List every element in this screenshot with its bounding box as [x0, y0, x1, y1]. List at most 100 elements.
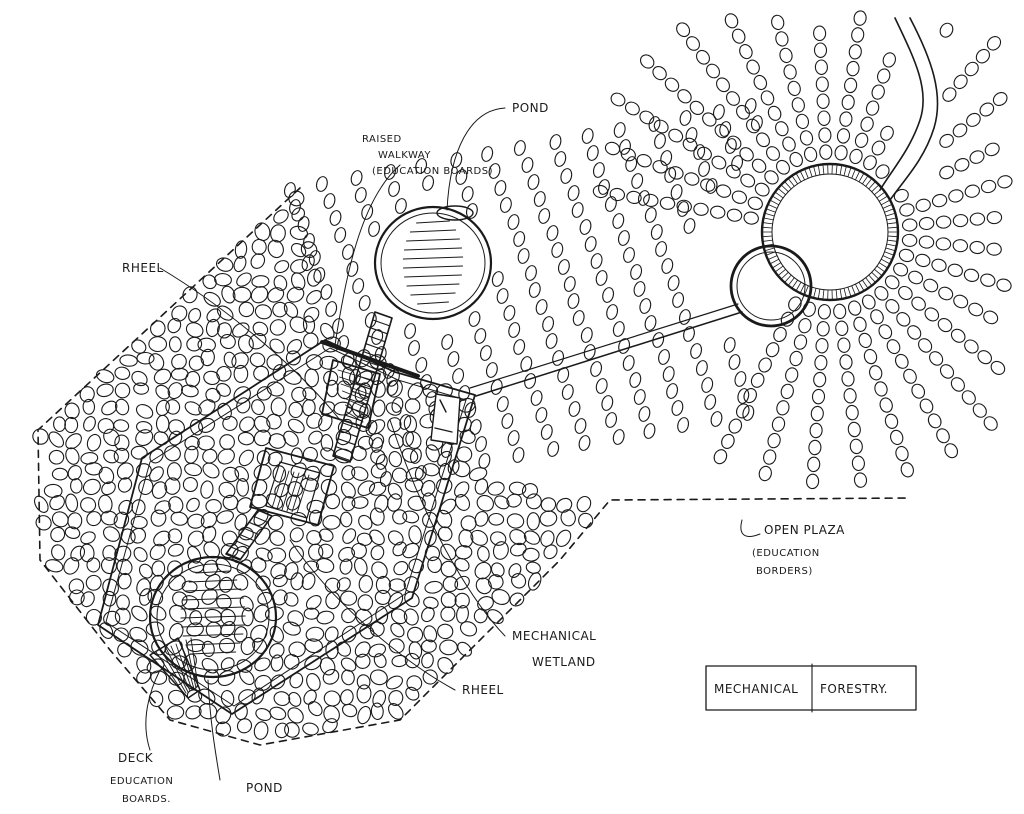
module-hatch-stroke [296, 474, 310, 514]
tree-circle [776, 159, 790, 175]
tree-circle [219, 576, 233, 593]
tree-circle [422, 463, 440, 477]
tree-circle [150, 320, 166, 337]
tree-circle [806, 473, 820, 490]
tree-circle [650, 224, 663, 240]
tree-circle [556, 497, 573, 513]
tree-circle [494, 180, 507, 196]
tree-circle [340, 689, 354, 706]
tree-circle [339, 558, 353, 575]
tree-circle [102, 545, 117, 561]
tree-circle [456, 605, 469, 624]
tree-circle [325, 640, 339, 660]
tree-circle [668, 128, 684, 143]
wetland-hexagon-inner [105, 347, 467, 707]
tree-circle [340, 657, 357, 672]
plaza-ring-tick [876, 192, 885, 199]
tree-circle [847, 421, 861, 438]
tree-circle [100, 510, 118, 526]
tree-circle [890, 429, 904, 446]
tree-circle [992, 91, 1008, 107]
tree-circle [775, 31, 789, 47]
tree-circle [527, 174, 540, 190]
walkway-plank [369, 327, 388, 335]
tree-circle [706, 63, 720, 79]
tree-circle [216, 594, 232, 610]
tree-circle [683, 218, 696, 234]
module-hatch-stroke [286, 472, 300, 512]
tree-circle [737, 388, 750, 404]
tree-circle [648, 116, 661, 132]
tree-circle [499, 197, 512, 213]
tree-circle [80, 497, 97, 513]
tree-circle [290, 572, 304, 591]
tree-circle [853, 316, 867, 332]
tree-circle [705, 178, 718, 194]
tree-circle [206, 308, 222, 323]
tree-circle [747, 196, 763, 211]
tree-circle [896, 312, 911, 327]
plaza-ring-tick [766, 208, 776, 213]
tree-circle [273, 275, 288, 291]
tree-circle [340, 481, 356, 499]
tree-circle [849, 438, 863, 455]
plaza-ring-tick [792, 176, 798, 185]
tree-circle [931, 258, 947, 272]
tree-circle [701, 377, 714, 393]
tree-circle [151, 481, 168, 499]
tree-circle [629, 372, 642, 388]
walkway-plank [353, 382, 372, 390]
tree-circle [540, 424, 553, 440]
plaza-ring-tick [775, 265, 784, 272]
tree-circle [201, 657, 219, 674]
tree-circle [357, 705, 372, 725]
tree-circle [835, 320, 849, 337]
tree-circle [288, 641, 306, 658]
walkway-plank [339, 430, 358, 438]
tree-circle [51, 467, 69, 481]
tree-circle [950, 377, 965, 392]
module-hatch-stroke [342, 390, 368, 402]
tree-circle [702, 112, 717, 127]
tree-circle [97, 418, 115, 434]
tree-circle [45, 559, 64, 573]
tree-circle [450, 152, 463, 168]
walkway-plank [257, 509, 273, 517]
plaza-ring-tick [770, 200, 780, 206]
plaza-ring-tick [835, 289, 838, 300]
tree-circle [652, 332, 665, 348]
plaza-ring-tick [770, 258, 780, 264]
tree-circle [843, 388, 857, 404]
pond-hatch-stroke [404, 274, 462, 278]
tree-circle [644, 207, 657, 223]
tree-circle [845, 404, 859, 421]
tree-circle [726, 135, 742, 150]
path-to-plaza [475, 311, 743, 397]
plaza-ring-tick [884, 251, 894, 256]
tree-circle [253, 464, 272, 481]
tree-circle [513, 231, 526, 247]
title-box: MECHANICAL FORESTRY. [705, 663, 917, 713]
tree-circle [287, 610, 305, 627]
tree-circle [185, 322, 204, 338]
tree-circle [610, 92, 626, 107]
walkway-plank [252, 515, 269, 523]
tree-circle [86, 433, 102, 452]
tree-circle [765, 342, 780, 358]
tree-circle [948, 189, 964, 203]
tree-circle [454, 481, 470, 498]
tree-circle [86, 511, 102, 527]
tree-circle [391, 397, 404, 413]
tree-circle [425, 444, 440, 463]
tree-circle [612, 321, 625, 337]
annotation-labels: RAISED WALKWAY (EDUCATION BOARDS) POND R… [110, 101, 845, 805]
tree-circle [114, 434, 130, 451]
tree-circle [51, 544, 66, 561]
tree-circle [216, 382, 231, 397]
tree-circle [181, 384, 199, 398]
tree-circle [385, 402, 402, 416]
tree-circle [494, 495, 510, 510]
plaza-ring-tick [843, 166, 847, 177]
tree-circle [882, 52, 896, 68]
tree-circle [923, 278, 939, 293]
